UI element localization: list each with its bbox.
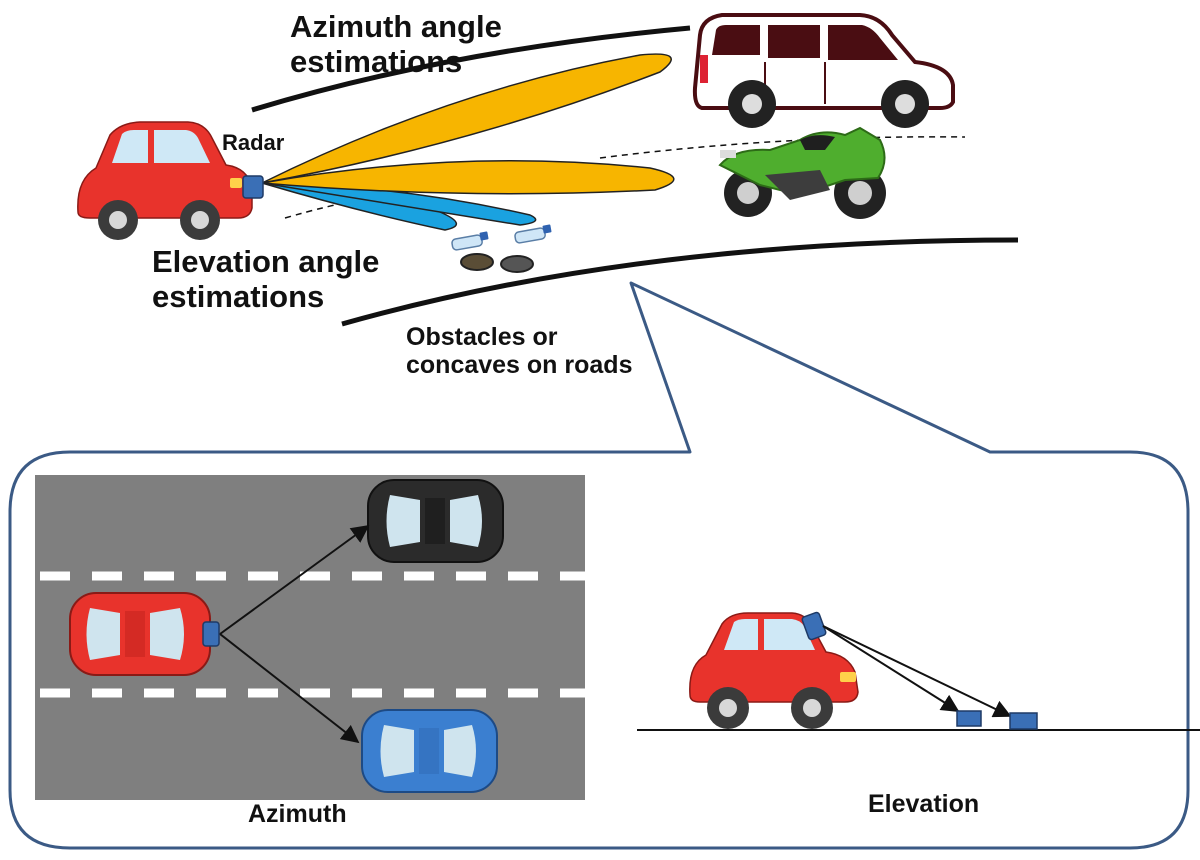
ego-car-side-icon bbox=[77, 121, 253, 240]
azimuth-arrow-down bbox=[219, 633, 360, 744]
elevation-arrow-far bbox=[822, 625, 1012, 718]
azimuth-estimations-label: Azimuth angle estimations bbox=[290, 9, 502, 79]
azimuth-arrow-up bbox=[219, 524, 370, 635]
elevation-estimations-line2: estimations bbox=[152, 278, 325, 314]
radar-label: Radar bbox=[222, 130, 285, 155]
radar-unit-elevation-icon bbox=[801, 611, 827, 641]
motorcycle-icon bbox=[718, 126, 886, 219]
obstacles-line2: concaves on roads bbox=[406, 351, 633, 379]
azimuth-beam-lobe bbox=[261, 53, 672, 184]
bottle-icon bbox=[451, 231, 489, 251]
radar-unit-icon bbox=[242, 175, 264, 199]
elevation-panel-label: Elevation bbox=[868, 790, 980, 818]
suv-icon bbox=[692, 13, 955, 128]
red-car-elevation-icon bbox=[689, 612, 859, 729]
dark-car-topview-icon bbox=[367, 479, 504, 563]
elevation-estimations-label: Elevation angle estimations bbox=[152, 244, 380, 314]
elevation-estimations-line1: Elevation angle bbox=[152, 244, 380, 279]
red-car-topview-icon bbox=[69, 592, 211, 676]
obstacle-near-icon bbox=[956, 710, 982, 727]
azimuth-estimations-line1: Azimuth angle bbox=[290, 9, 502, 44]
radar-unit-topview-icon bbox=[202, 621, 220, 647]
azimuth-beams bbox=[261, 53, 675, 195]
road-edge-upper bbox=[251, 25, 691, 113]
pothole-icon bbox=[500, 255, 534, 273]
elevation-arrow-near bbox=[822, 625, 960, 712]
road-center-dashed-right bbox=[599, 136, 966, 159]
bottle-icon bbox=[514, 224, 552, 244]
azimuth-panel-label: Azimuth bbox=[248, 800, 347, 828]
obstacles-line1: Obstacles or bbox=[406, 323, 558, 351]
azimuth-beam-lobe bbox=[261, 159, 675, 195]
obstacles-label: Obstacles or concaves on roads bbox=[406, 323, 632, 379]
blue-car-topview-icon bbox=[361, 709, 498, 793]
elevation-beams bbox=[261, 179, 537, 231]
pothole-icon bbox=[460, 253, 494, 271]
obstacle-far-icon bbox=[1009, 712, 1038, 730]
azimuth-estimations-line2: estimations bbox=[290, 43, 463, 79]
road-edge-lower bbox=[341, 237, 1019, 327]
